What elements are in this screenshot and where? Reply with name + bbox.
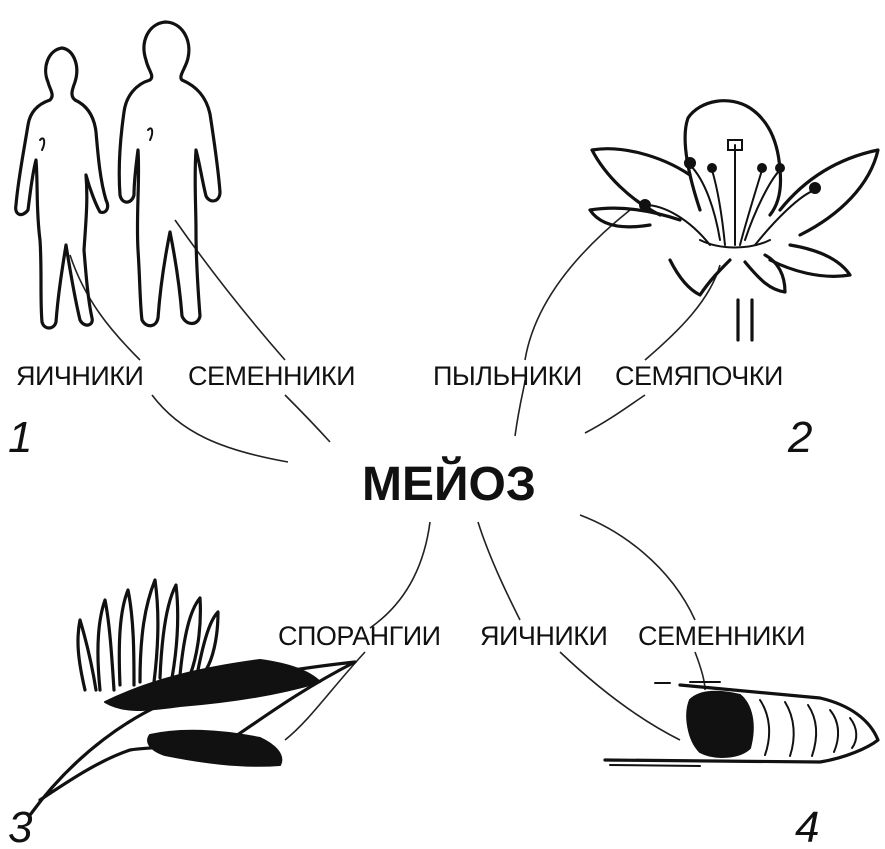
- label-yaichniki-1: ЯИЧНИКИ: [16, 361, 143, 391]
- label-semenniki-1: СЕМЕННИКИ: [188, 361, 355, 391]
- flower-icon: [590, 101, 878, 340]
- worm-icon: [605, 682, 878, 766]
- group-number-2: 2: [787, 413, 812, 462]
- group-number-1: 1: [8, 413, 32, 462]
- label-pylniki-2: ПЫЛЬНИКИ: [433, 361, 582, 391]
- fern-sporangia-icon: [30, 580, 355, 815]
- label-semenniki-4: СЕМЕННИКИ: [638, 621, 805, 651]
- group-number-4: 4: [795, 803, 819, 849]
- label-semyapochki-2: СЕМЯПОЧКИ: [615, 361, 783, 391]
- label-yaichniki-4: ЯИЧНИКИ: [480, 621, 607, 651]
- center-label-meioz: МЕЙОЗ: [362, 456, 536, 511]
- human-figures-icon: [16, 22, 220, 328]
- group-number-3: 3: [8, 803, 33, 849]
- label-sporangii-3: СПОРАНГИИ: [278, 621, 441, 651]
